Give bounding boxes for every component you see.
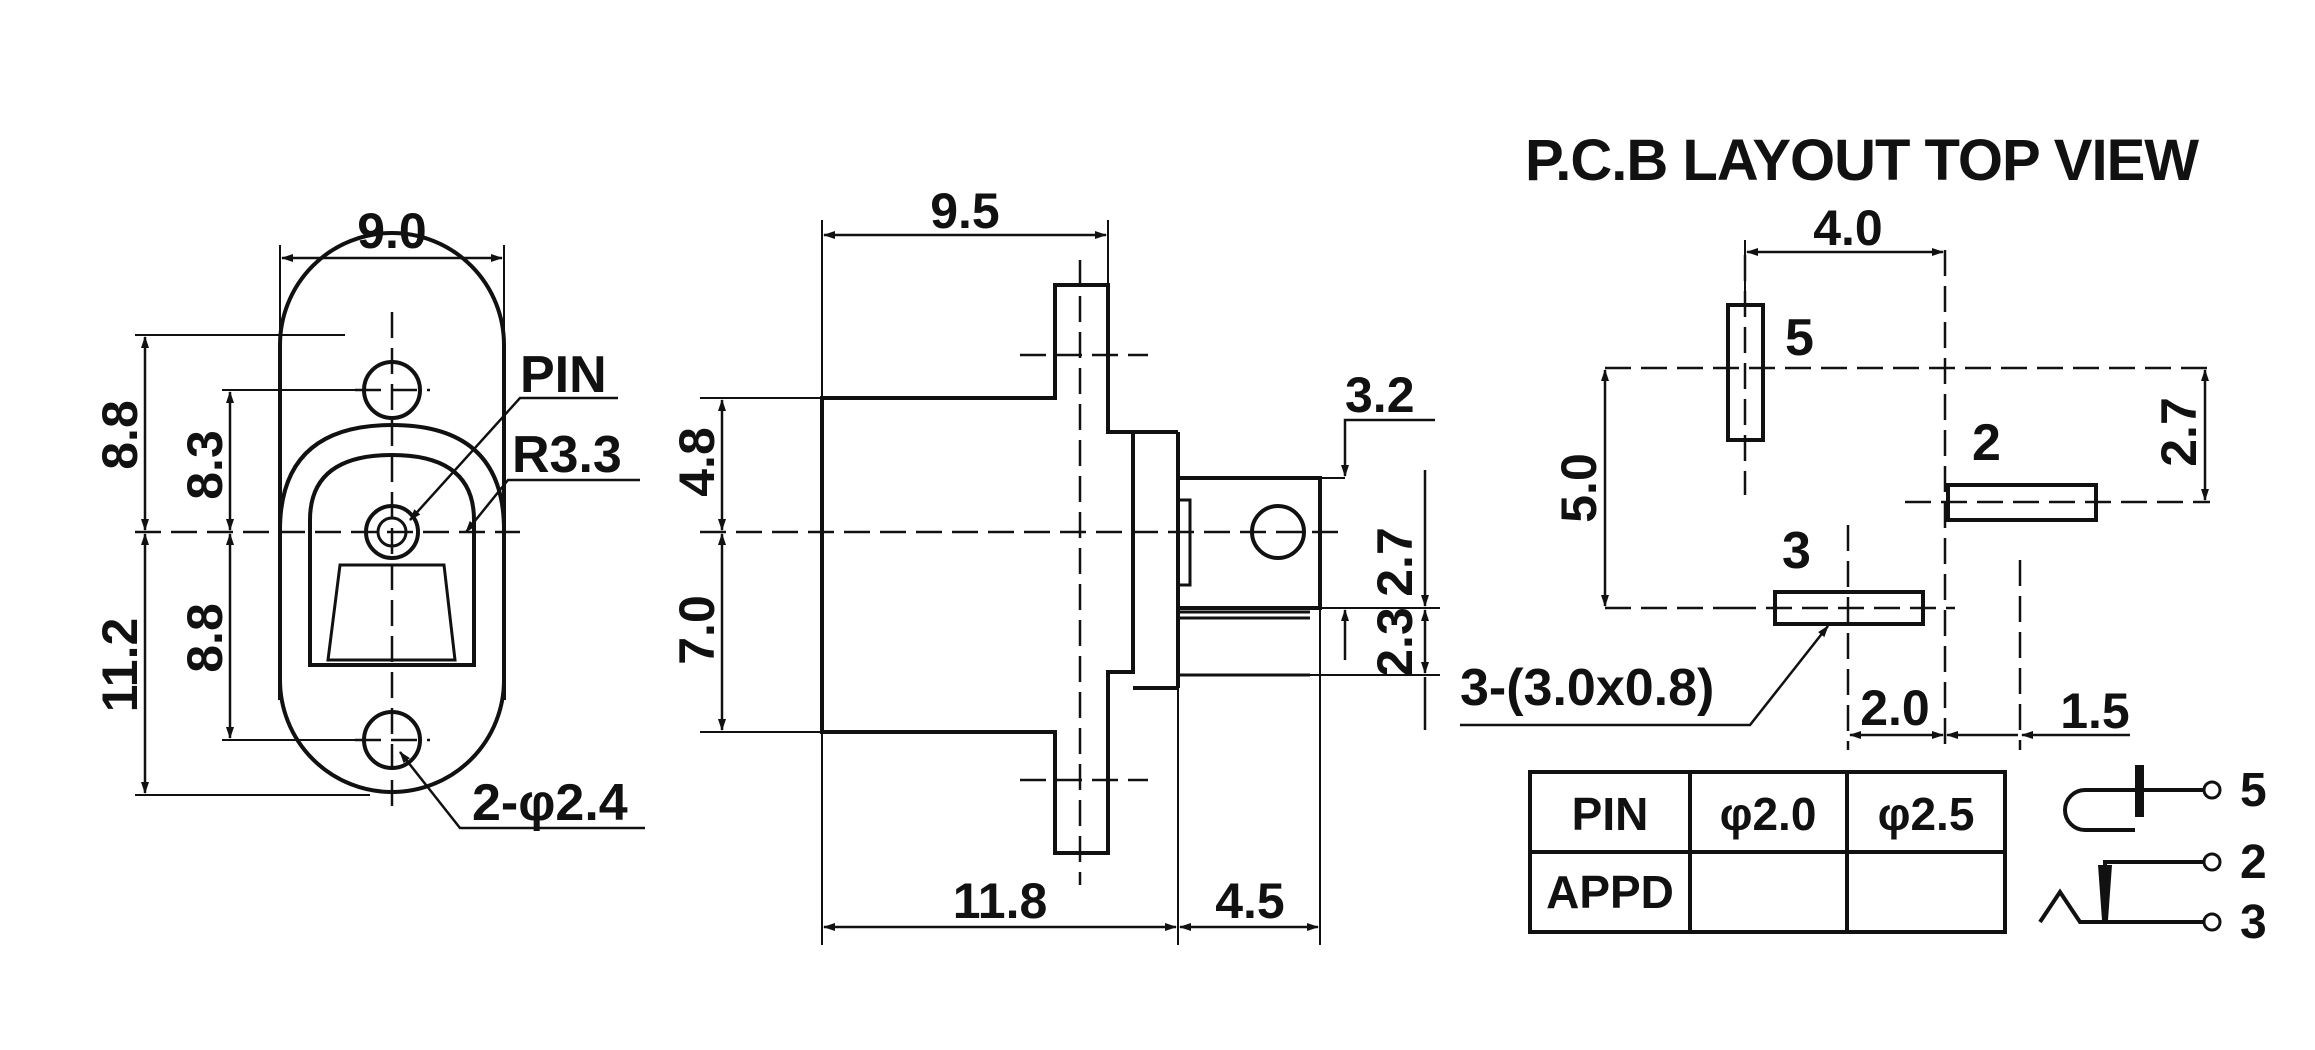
pcb-slot-label: 3-(3.0x0.8) [1460, 659, 1714, 717]
front-label-pin: PIN [520, 346, 607, 404]
pcb-title: P.C.B LAYOUT TOP VIEW [1525, 128, 2199, 193]
pcb-dim-bottom-right: 1.5 [2060, 683, 2130, 739]
side-dim-upper: 4.8 [669, 427, 725, 497]
side-dim-tab-height: 3.2 [1345, 367, 1415, 423]
pin-table: PIN φ2.0 φ2.5 APPD [1528, 770, 2007, 934]
side-dim-body-length: 11.8 [953, 873, 1048, 929]
side-dim-tab-2-7: 2.7 [1367, 527, 1423, 597]
table-header-pin: PIN [1572, 788, 1649, 840]
front-dim-width: 9.0 [357, 203, 427, 259]
side-dim-pin-length: 4.5 [1215, 873, 1285, 929]
pcb-pin-2: 2 [1972, 414, 2001, 472]
pcb-pin-3: 3 [1782, 522, 1811, 580]
table-header-phi25: φ2.5 [1878, 788, 1975, 840]
pcb-dim-right: 2.7 [2151, 397, 2207, 467]
front-dim-upper-inner: 8.3 [177, 430, 233, 500]
side-pin-tab [1178, 476, 1322, 610]
front-view: 9.0 8.8 11.2 8.3 8.8 PIN R3.3 2-φ2.4 [92, 203, 645, 832]
front-dim-lower-total: 11.2 [92, 618, 148, 713]
side-dim-lower: 7.0 [669, 595, 725, 665]
side-dim-tab-2-3: 2.3 [1367, 607, 1423, 677]
side-view: 9.5 4.8 7.0 11.8 4.5 3.2 2.7 2.3 [669, 183, 1440, 945]
pcb-dim-vertical: 5.0 [1551, 453, 1607, 523]
pcb-pin-5: 5 [1785, 309, 1814, 367]
table-header-phi20: φ2.0 [1720, 788, 1817, 840]
schematic-pin-2: 2 [2240, 836, 2267, 889]
front-label-holes: 2-φ2.4 [472, 774, 628, 832]
pcb-dim-bottom-left: 2.0 [1860, 680, 1930, 736]
front-label-radius: R3.3 [512, 426, 622, 484]
front-dim-upper-total: 8.8 [92, 400, 148, 470]
side-dim-flange-width: 9.5 [930, 183, 1000, 239]
side-body-outline [820, 283, 1135, 855]
front-cone [326, 563, 457, 662]
front-dim-lower-inner: 8.8 [177, 603, 233, 673]
pcb-layout: P.C.B LAYOUT TOP VIEW 5 2 3 4.0 5.0 2.7 … [1460, 128, 2210, 750]
schematic-symbol: 5 2 3 [2038, 764, 2267, 949]
table-row-appd: APPD [1546, 866, 1674, 918]
pcb-dim-horizontal: 4.0 [1813, 200, 1883, 256]
schematic-pin-3: 3 [2240, 896, 2267, 949]
schematic-pin-5: 5 [2240, 764, 2267, 817]
front-pocket [308, 452, 476, 667]
